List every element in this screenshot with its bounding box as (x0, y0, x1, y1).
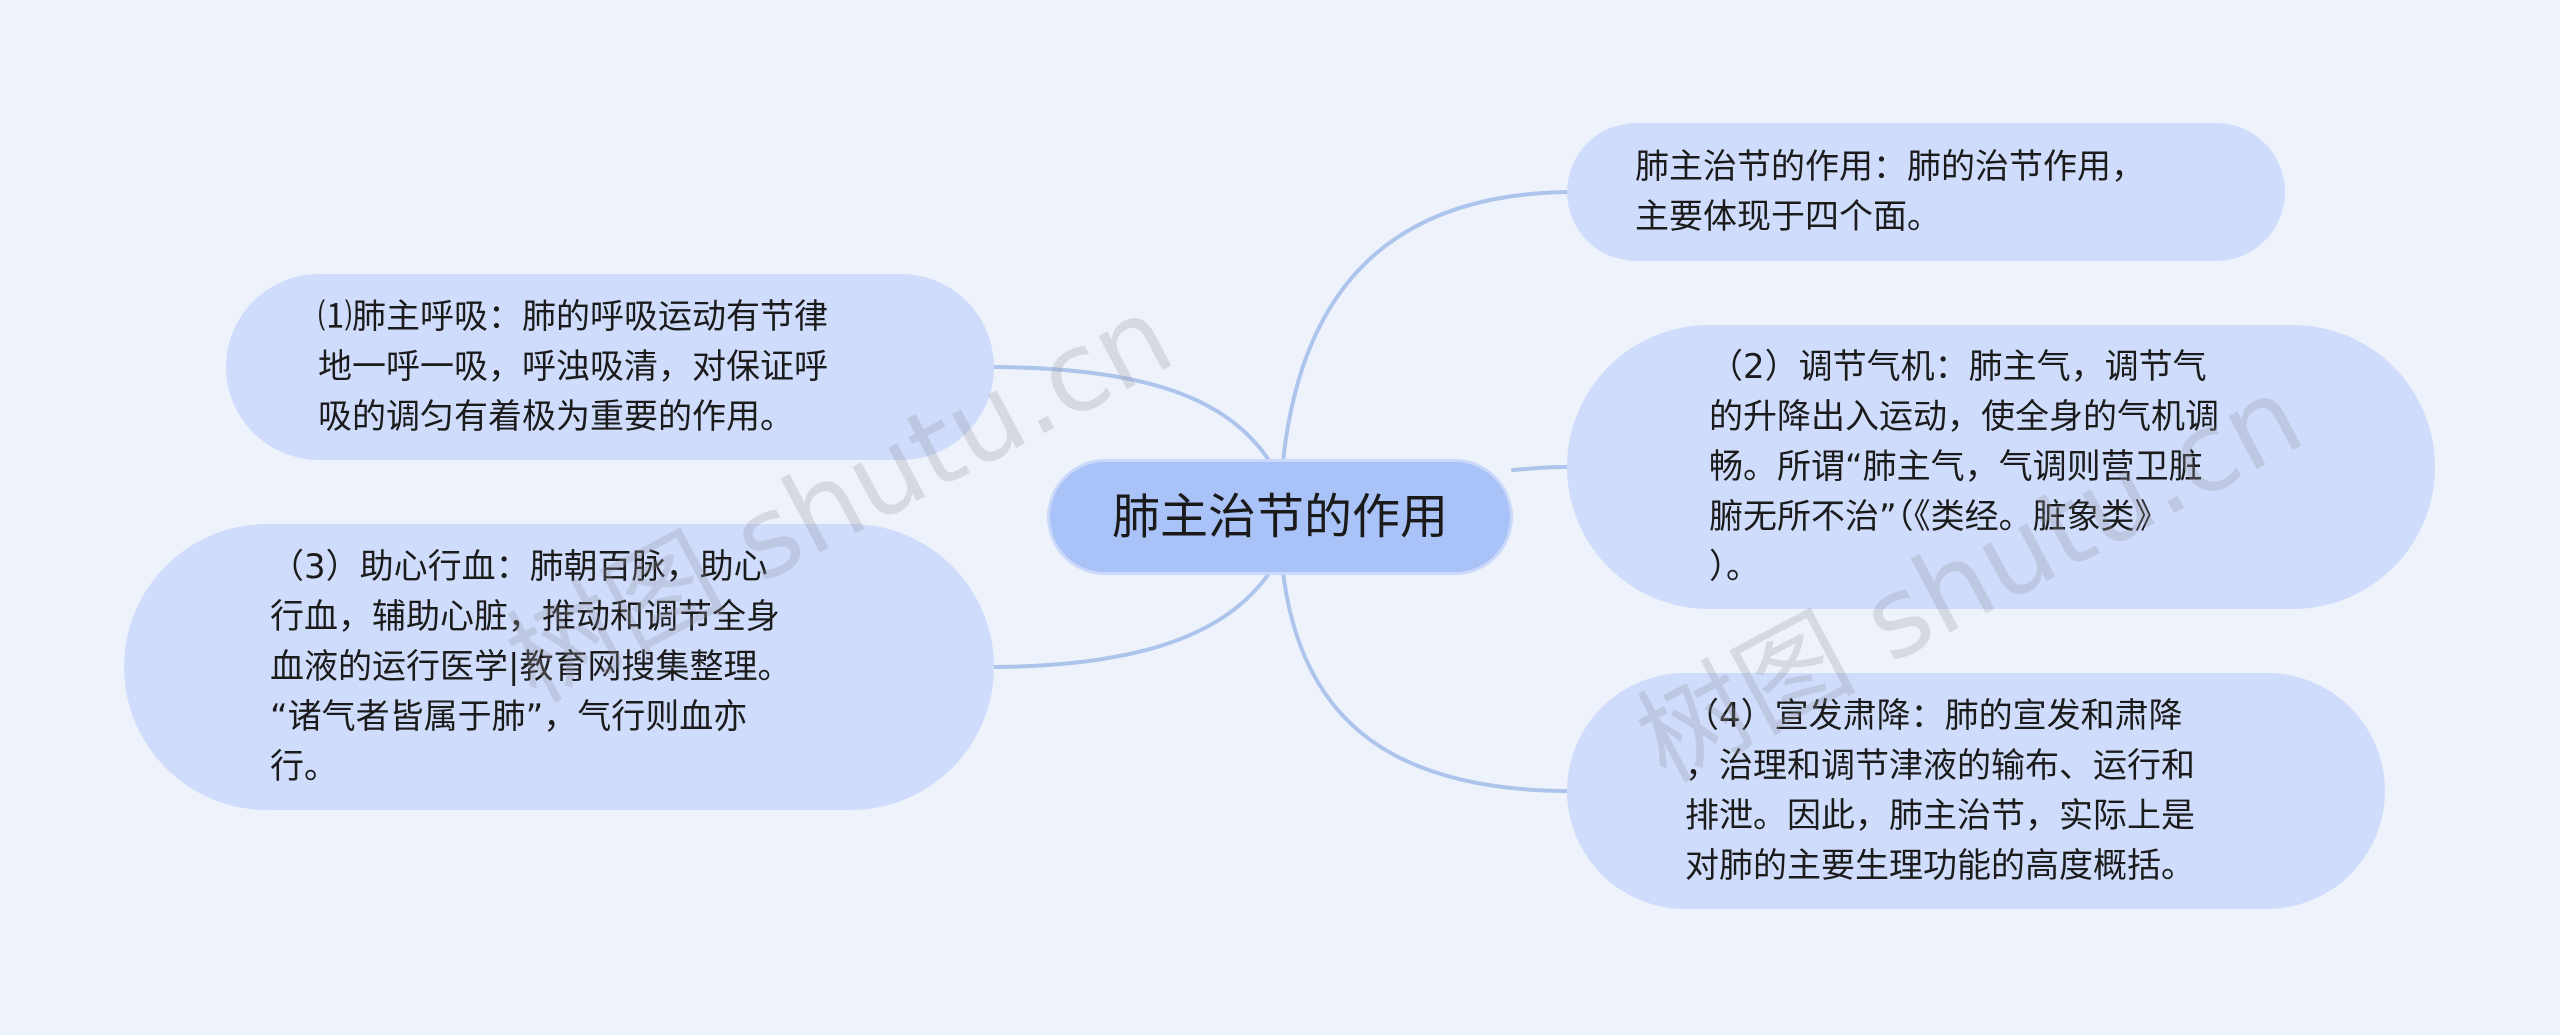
edge-root-to-left-2 (992, 570, 1272, 669)
branch-text: 肺主治节的作用：肺的治节作用， 主要体现于四个面。 (1635, 147, 2145, 237)
branch-node-dispersing-descending[interactable]: （4）宣发肃降：肺的宣发和肃降 ，治理和调节津液的输布、运行和 排泄。因此，肺主… (1567, 673, 2385, 909)
branch-node-qi-regulation[interactable]: （2）调节气机：肺主气，调节气 的升降出入运动，使全身的气机调 畅。所谓“肺主气… (1567, 325, 2435, 609)
edge-root-to-left-1 (992, 365, 1272, 464)
edge-root-to-right-3 (1281, 570, 1569, 793)
edge-root-to-right-1 (1281, 190, 1569, 464)
branch-text: （2）调节气机：肺主气，调节气 的升降出入运动，使全身的气机调 畅。所谓“肺主气… (1709, 347, 2219, 587)
root-node[interactable]: 肺主治节的作用 (1047, 459, 1513, 575)
root-label: 肺主治节的作用 (1111, 489, 1448, 545)
edge-root-to-right-2 (1511, 465, 1569, 472)
branch-text: ⑴肺主呼吸：肺的呼吸运动有节律 地一呼一吸，呼浊吸清，对保证呼 吸的调匀有着极为… (318, 297, 828, 437)
branch-text: （3）助心行血：肺朝百脉，助心 行血，辅助心脏，推动和调节全身 血液的运行医学|… (270, 547, 792, 787)
branch-node-overview[interactable]: 肺主治节的作用：肺的治节作用， 主要体现于四个面。 (1567, 123, 2285, 261)
branch-text: （4）宣发肃降：肺的宣发和肃降 ，治理和调节津液的输布、运行和 排泄。因此，肺主… (1685, 696, 2195, 886)
branch-node-breathing[interactable]: ⑴肺主呼吸：肺的呼吸运动有节律 地一呼一吸，呼浊吸清，对保证呼 吸的调匀有着极为… (226, 274, 994, 460)
branch-node-blood-circulation[interactable]: （3）助心行血：肺朝百脉，助心 行血，辅助心脏，推动和调节全身 血液的运行医学|… (124, 524, 994, 810)
